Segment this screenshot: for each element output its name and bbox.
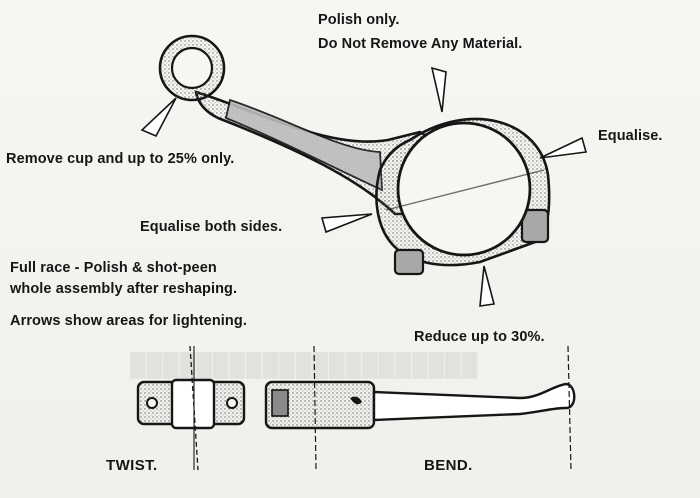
caption-bend: BEND.: [424, 457, 473, 474]
label-full-race: Full race - Polish & shot-peen: [10, 260, 217, 276]
bend-bolt: [271, 389, 289, 417]
bend-axis-right: [567, 345, 572, 471]
label-reduce: Reduce up to 30%.: [414, 329, 545, 345]
twist-bearing: [170, 378, 216, 430]
connecting-rod: [158, 34, 551, 276]
big-end-bore: [396, 121, 532, 257]
arrow-equalise-both: [320, 213, 373, 234]
small-end-bore: [170, 46, 214, 90]
label-whole-assembly: whole assembly after reshaping.: [10, 281, 238, 297]
label-polish-only: Polish only.: [318, 12, 400, 28]
bolt-boss-left: [393, 248, 425, 276]
bend-oil-hole: [350, 396, 362, 405]
label-do-not-remove: Do Not Remove Any Material.: [318, 36, 523, 52]
bend-axis-left: [313, 345, 317, 471]
arrow-reduce: [479, 265, 496, 307]
arrow-equalise: [539, 136, 588, 159]
bend-beam: [372, 382, 576, 422]
label-remove-cup: Remove cup and up to 25% only.: [6, 151, 235, 167]
twist-bolt-right: [226, 397, 238, 409]
caption-twist: TWIST.: [106, 457, 158, 474]
show-through-text: █████████████████████: [130, 352, 479, 377]
bolt-boss-right: [520, 208, 550, 244]
label-arrows-note: Arrows show areas for lightening.: [10, 313, 247, 329]
arrow-small-end: [140, 97, 177, 138]
twist-bolt-left: [146, 397, 158, 409]
twist-view: [136, 345, 246, 471]
label-equalise: Equalise.: [598, 128, 663, 144]
twist-axis-line: [189, 345, 199, 471]
lightening-arrows: [140, 66, 588, 307]
cap-split-line: [385, 169, 545, 211]
label-equalise-both: Equalise both sides.: [140, 219, 283, 235]
arrow-polish: [430, 66, 447, 113]
bend-view: [264, 345, 576, 471]
